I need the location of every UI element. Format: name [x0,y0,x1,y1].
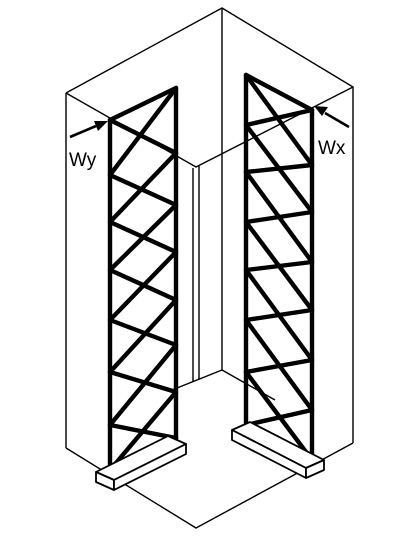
left-truss-brace [107,342,179,428]
wx-label: Wx [318,138,346,159]
left-truss-brace [107,150,179,225]
left-truss-brace [107,297,179,375]
wy-arrow [69,121,108,139]
envelope-inner-floor [171,369,276,401]
right-truss-brace [243,107,315,128]
right-truss [243,72,315,463]
left-truss-brace [107,202,179,273]
right-truss-brace [243,162,315,175]
left-truss-brace [107,85,179,178]
left-base-plate [95,435,187,491]
left-truss-brace [107,249,179,323]
right-truss-brace [243,209,315,225]
left-truss-top-strut [107,85,179,123]
right-truss-brace [243,407,315,428]
wx-arrow [314,106,350,129]
left-truss [107,85,179,473]
wy-label: Wy [69,150,97,171]
right-truss-brace [243,259,315,273]
left-truss-brace [107,389,179,473]
right-truss-brace [243,72,315,168]
right-base-plate [231,421,325,479]
right-truss-top-strut [243,72,315,113]
right-truss-brace [243,307,315,323]
right-truss-brace [243,357,315,375]
left-truss-brace [107,317,179,348]
left-truss-brace [107,117,179,156]
